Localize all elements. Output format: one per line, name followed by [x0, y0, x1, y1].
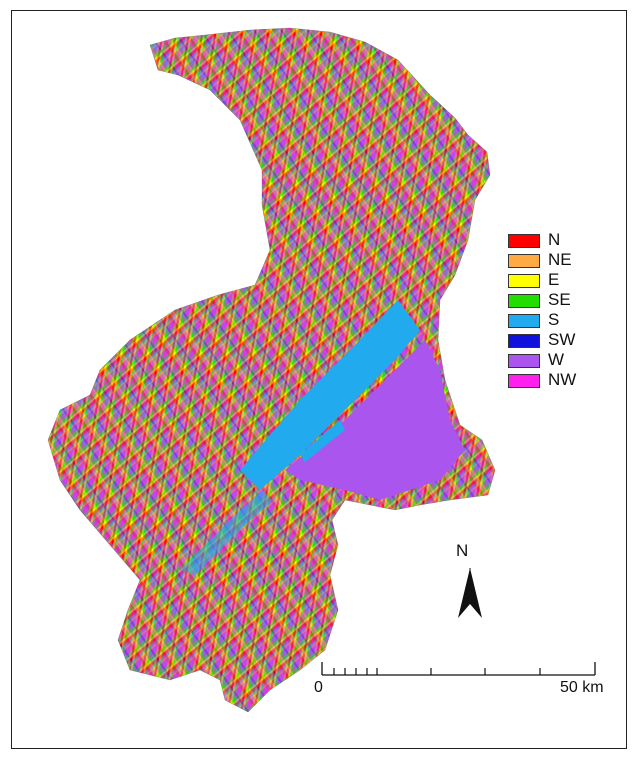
north-arrow-icon: [458, 568, 482, 618]
legend-swatch: [508, 374, 540, 388]
scale-end-label: 50 km: [560, 679, 604, 696]
legend-label: NW: [548, 370, 577, 389]
legend-label: NE: [548, 250, 572, 269]
legend-label: E: [548, 270, 560, 289]
legend-label: W: [548, 350, 565, 369]
scale-bar: [321, 662, 596, 676]
legend-swatch: [508, 274, 540, 288]
legend-swatch: [508, 294, 540, 308]
legend-swatch: [508, 334, 540, 348]
legend-label: SW: [548, 330, 576, 349]
legend-label: SE: [548, 290, 571, 309]
legend-label: N: [548, 230, 561, 249]
legend-swatch: [508, 254, 540, 268]
legend-swatch: [508, 234, 540, 248]
legend-swatch: [508, 354, 540, 368]
legend-swatch: [508, 314, 540, 328]
north-arrow-label: N: [456, 541, 469, 560]
scale-start-label: 0: [314, 679, 323, 696]
legend-label: S: [548, 310, 560, 329]
